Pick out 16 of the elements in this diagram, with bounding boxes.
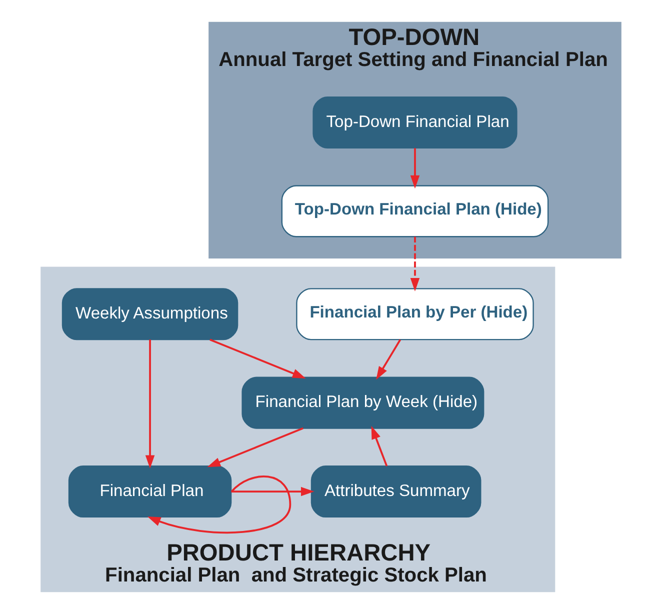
arrow (207, 427, 304, 468)
node-box: Financial Plan by Per (Hide) (296, 288, 534, 340)
arrow (410, 148, 420, 189)
arrow (145, 340, 155, 469)
arrow (147, 476, 292, 534)
node-box: Financial Plan by Week (Hide) (242, 376, 484, 429)
node-box: Attributes Summary (310, 466, 482, 518)
arrow (410, 236, 420, 292)
arrow (376, 339, 402, 380)
arrow (371, 426, 388, 466)
node-box: Top-Down Financial Plan (Hide) (281, 185, 549, 238)
arrow (231, 486, 314, 496)
node-box: Weekly Assumptions (62, 288, 238, 340)
node-box: Financial Plan (68, 466, 232, 518)
node-box: Top-Down Financial Plan (312, 96, 518, 148)
arrow (210, 338, 306, 378)
